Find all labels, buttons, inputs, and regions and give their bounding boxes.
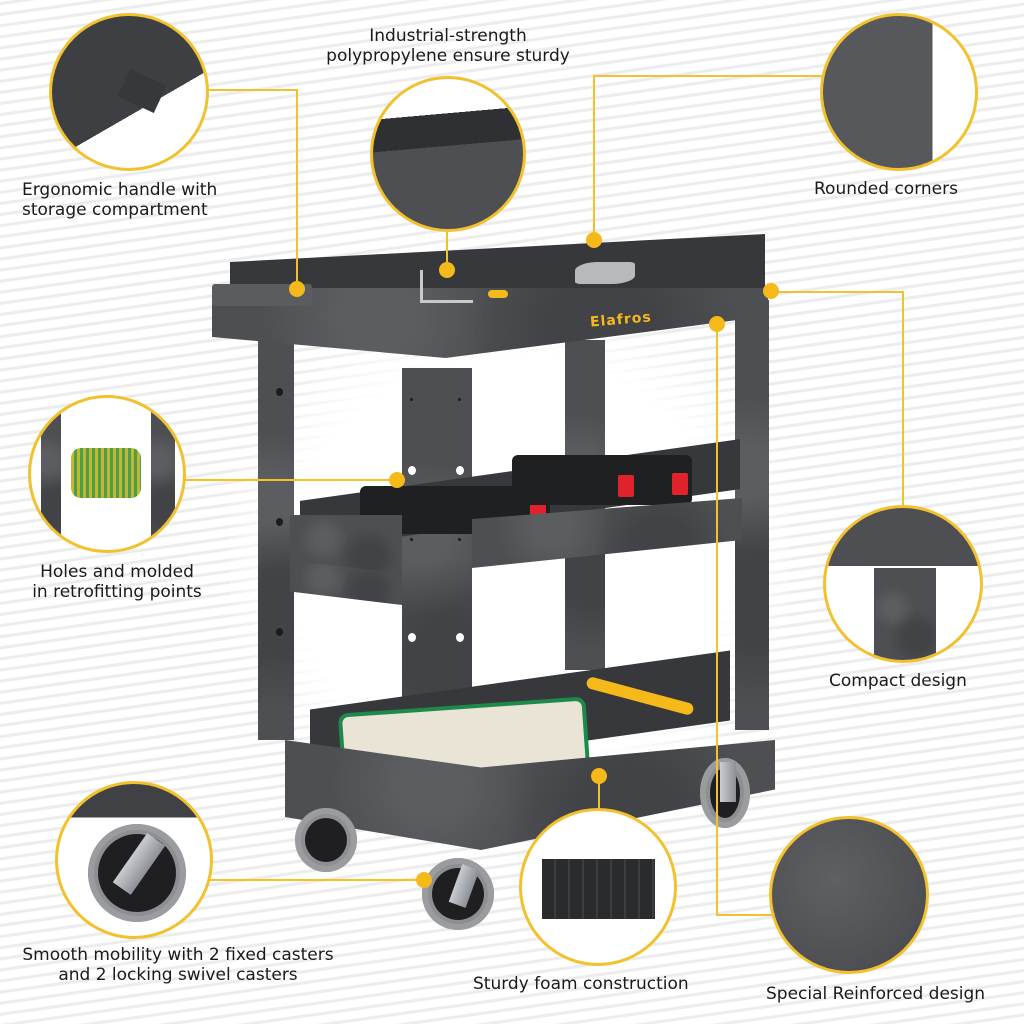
rounded-corner-detail-icon (820, 13, 978, 171)
wire-spool-detail-icon (28, 395, 186, 553)
handle-compartment-detail-icon (49, 13, 209, 171)
hand-rake-tool (420, 270, 473, 303)
callout-label-reinforced: Special Reinforced design (766, 984, 986, 1004)
caster-bracket (720, 762, 736, 802)
shelf-underside-detail-icon (519, 808, 677, 966)
texture-detail-icon (769, 816, 929, 974)
tray-edge-detail-icon (370, 76, 526, 232)
tool-case-2 (512, 455, 692, 505)
locking-caster-detail-icon (55, 781, 213, 939)
trowel-tool (575, 262, 635, 284)
left-side-leg (262, 348, 294, 728)
rear-left-caster (295, 808, 357, 872)
tool-handle (488, 290, 508, 298)
callout-label-foam: Sturdy foam construction (473, 974, 689, 994)
top-tray-rim (212, 284, 312, 306)
callout-label-handle: Ergonomic handle with storage compartmen… (22, 180, 218, 220)
callout-label-casters: Smooth mobility with 2 fixed casters and… (22, 945, 334, 985)
callout-label-holes: Holes and molded in retrofitting points (32, 562, 202, 602)
callout-label-compact: Compact design (829, 671, 967, 691)
callout-label-material: Industrial-strength polypropylene ensure… (326, 26, 570, 66)
leg-joint-detail-icon (823, 505, 983, 663)
callout-label-corners: Rounded corners (814, 179, 958, 199)
